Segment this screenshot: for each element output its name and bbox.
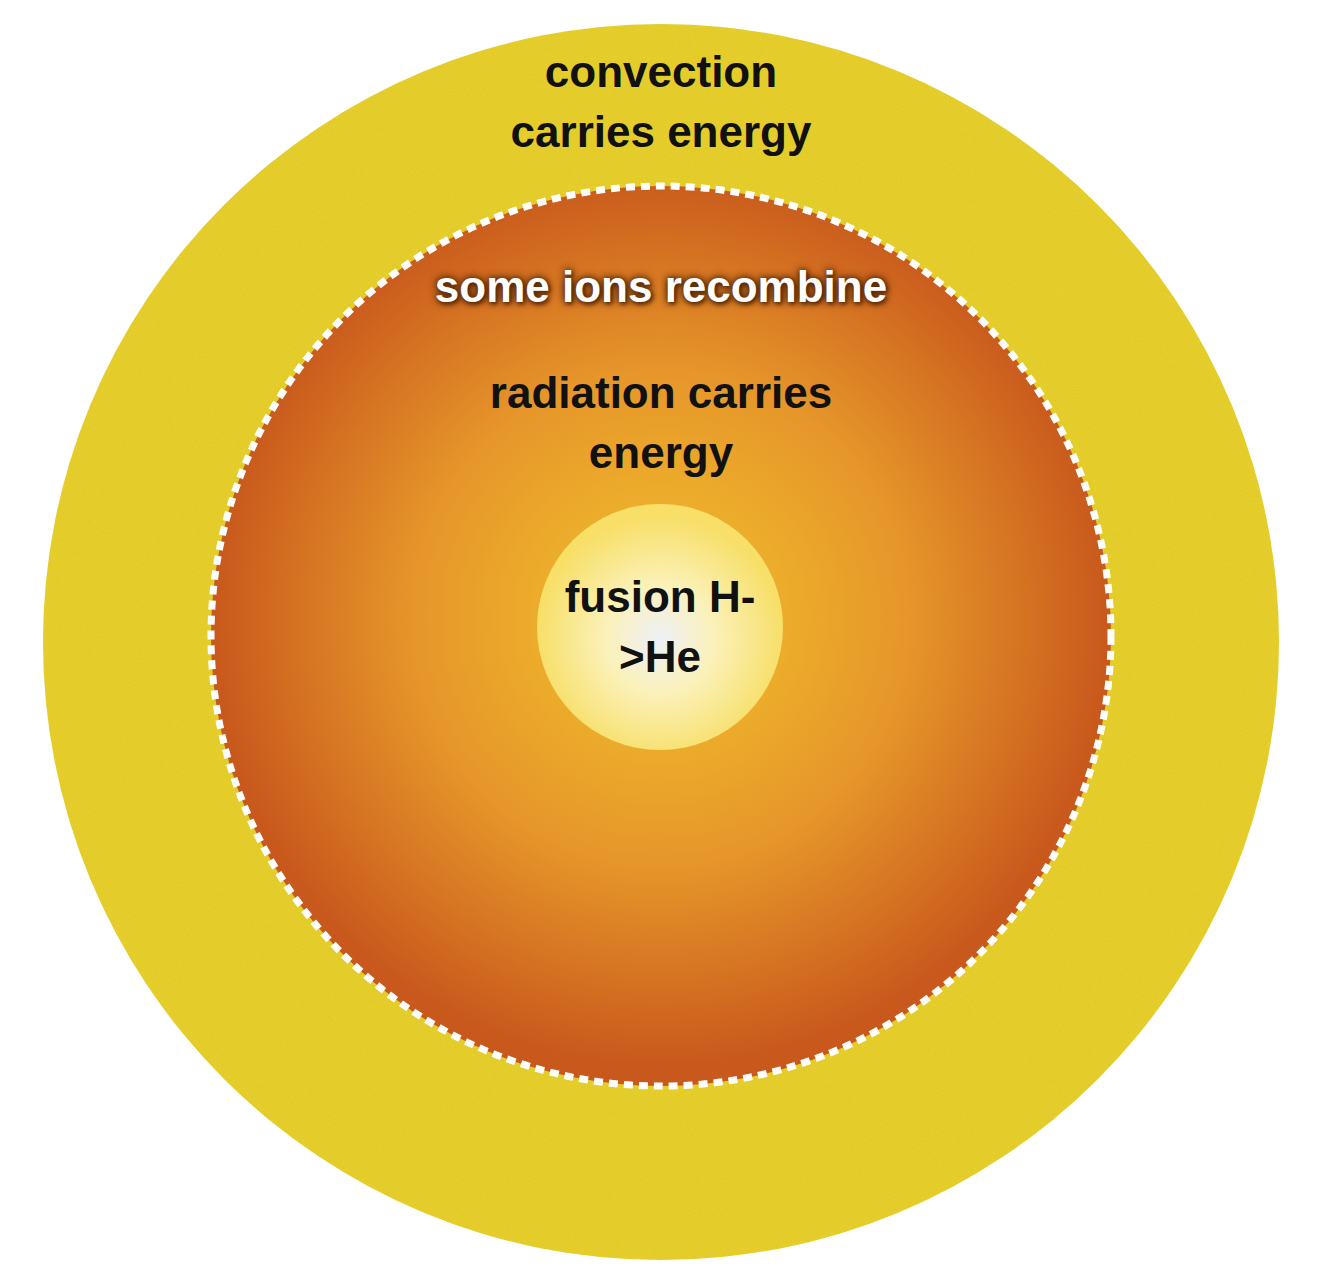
core-circle-outline: [537, 504, 783, 750]
inner-circle: [211, 186, 1111, 1086]
convection-zone: convection carries energy some ions recom…: [42, 23, 1280, 1261]
zone-label: radiation carries energy: [471, 363, 851, 483]
core-circle: [537, 504, 783, 750]
fusion-core: fusion H->He: [537, 504, 783, 750]
core-label: fusion H->He: [560, 567, 760, 687]
radiative-zone: some ions recombine radiation carries ene…: [206, 181, 1116, 1091]
zone-label: convection carries energy: [471, 42, 851, 162]
outer-circle: [43, 24, 1279, 1260]
boundary-label: some ions recombine: [311, 257, 1011, 317]
